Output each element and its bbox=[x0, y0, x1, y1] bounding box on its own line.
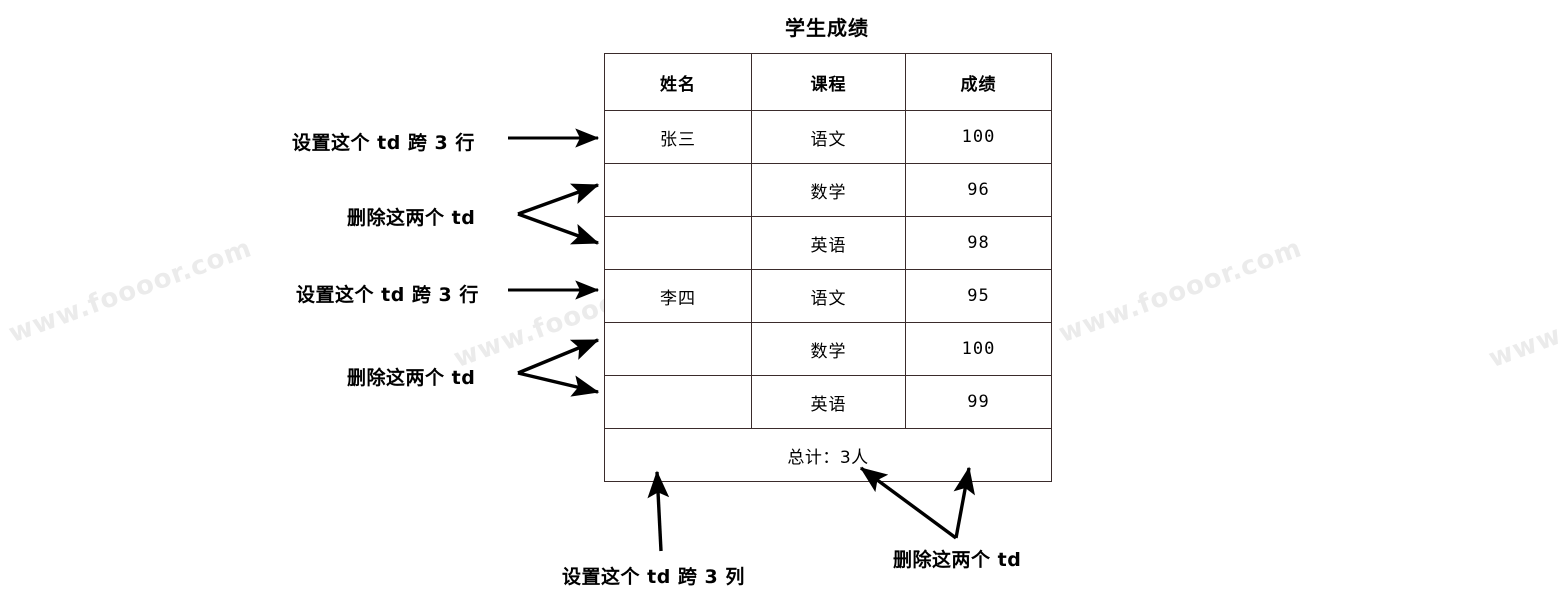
annotation-delete-pair-bottom: 删除这两个 td bbox=[347, 367, 476, 389]
table-title: 学生成绩 bbox=[785, 16, 869, 40]
annotation-colspan-footer: 设置这个 td 跨 3 列 bbox=[562, 566, 745, 588]
column-header-score: 成绩 bbox=[905, 53, 1052, 111]
table-footer-row: 总计：3人 bbox=[604, 428, 1052, 482]
cell-score: 96 bbox=[905, 163, 1052, 217]
cell-course: 数学 bbox=[751, 322, 906, 376]
arrow-delete-bottom-lower bbox=[517, 371, 600, 397]
cell-course: 英语 bbox=[751, 216, 906, 270]
cell-score: 100 bbox=[905, 110, 1052, 164]
cell-course: 数学 bbox=[751, 163, 906, 217]
annotation-delete-pair-footer: 删除这两个 td bbox=[893, 549, 1022, 571]
arrow-colspan-footer bbox=[647, 470, 670, 552]
watermark-text: www.foooor.com bbox=[4, 233, 257, 350]
table-head: 姓名 课程 成绩 bbox=[604, 53, 1052, 111]
cell-name bbox=[604, 163, 752, 217]
cell-score: 99 bbox=[905, 375, 1052, 429]
cell-name bbox=[604, 216, 752, 270]
arrow-delete-top-lower bbox=[517, 212, 600, 245]
cell-course: 语文 bbox=[751, 110, 906, 164]
table-header-row: 姓名 课程 成绩 bbox=[604, 53, 1052, 111]
arrow-delete-top-upper bbox=[517, 183, 600, 216]
cell-name bbox=[604, 375, 752, 429]
cell-name: 李四 bbox=[604, 269, 752, 323]
watermark-text: www.foooor.com bbox=[1054, 233, 1307, 350]
annotation-rowspan-zhangsan: 设置这个 td 跨 3 行 bbox=[292, 132, 475, 154]
annotation-delete-pair-top: 删除这两个 td bbox=[347, 207, 476, 229]
column-header-course: 课程 bbox=[751, 53, 906, 111]
cell-course: 语文 bbox=[751, 269, 906, 323]
footer-total-cell: 总计：3人 bbox=[604, 428, 1052, 482]
column-header-name: 姓名 bbox=[604, 53, 752, 111]
cell-score: 95 bbox=[905, 269, 1052, 323]
table-foot: 总计：3人 bbox=[604, 428, 1052, 482]
arrow-delete-bottom-upper bbox=[517, 338, 600, 375]
cell-name: 张三 bbox=[604, 110, 752, 164]
cell-course: 英语 bbox=[751, 375, 906, 429]
cell-score: 100 bbox=[905, 322, 1052, 376]
cell-name bbox=[604, 322, 752, 376]
cell-score: 98 bbox=[905, 216, 1052, 270]
annotation-rowspan-lisi: 设置这个 td 跨 3 行 bbox=[296, 284, 479, 306]
watermark-text: www bbox=[1484, 320, 1560, 375]
